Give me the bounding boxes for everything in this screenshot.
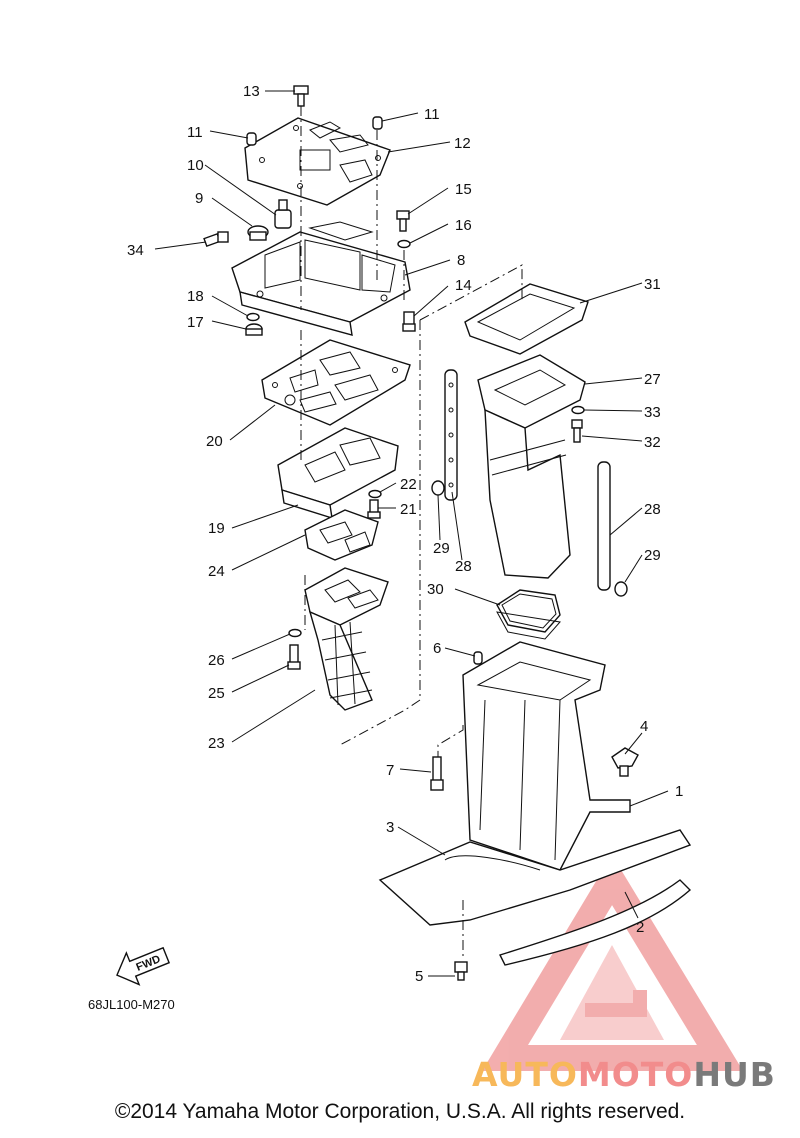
fwd-arrow-icon: FWD — [116, 946, 171, 986]
exhaust-guide-23 — [304, 567, 389, 711]
callout-24: 24 — [208, 563, 225, 580]
bracket-28-right — [597, 461, 611, 591]
gasket-31 — [464, 283, 589, 355]
gasket-2 — [499, 879, 692, 966]
bolt-32 — [571, 419, 583, 443]
bracket-28-left — [444, 369, 458, 501]
callout-22: 22 — [400, 476, 417, 493]
washer-33 — [571, 405, 585, 415]
bolt-13 — [293, 85, 309, 107]
callout-26: 26 — [208, 652, 225, 669]
callout-31: 31 — [644, 276, 661, 293]
bolt-21 — [367, 499, 381, 519]
seal-30 — [496, 589, 561, 640]
plate-19 — [277, 427, 399, 520]
manifold-8 — [231, 221, 411, 336]
bolt-25 — [287, 644, 301, 670]
assembly-lines — [300, 106, 523, 960]
callout-3: 3 — [386, 819, 394, 836]
callout-28-left: 28 — [455, 558, 472, 575]
grommet-4 — [611, 747, 639, 777]
callout-6: 6 — [433, 640, 441, 657]
watermark-logo — [482, 854, 744, 1071]
nut-17 — [245, 323, 263, 336]
nut-29-left — [431, 480, 445, 496]
callout-29-right: 29 — [644, 547, 661, 564]
callout-32: 32 — [644, 434, 661, 451]
callout-18: 18 — [187, 288, 204, 305]
upper-casing-1 — [462, 641, 631, 871]
callout-21: 21 — [400, 501, 417, 518]
callout-28-right: 28 — [644, 501, 661, 518]
callout-23: 23 — [208, 735, 225, 752]
part-code: 68JL100-M270 — [88, 997, 175, 1012]
callout-12: 12 — [454, 135, 471, 152]
callout-17: 17 — [187, 314, 204, 331]
washer-26 — [288, 628, 302, 638]
callout-9: 9 — [195, 190, 203, 207]
callout-labels: 1 2 3 4 5 6 7 8 9 10 11 11 12 13 14 15 1… — [127, 83, 683, 985]
washer-16 — [397, 239, 411, 249]
callout-15: 15 — [455, 181, 472, 198]
watermark-moto: MOTO — [577, 1055, 694, 1094]
watermark-hub: HUB — [693, 1055, 776, 1094]
callout-10: 10 — [187, 157, 204, 174]
callout-34: 34 — [127, 242, 144, 259]
gasket-24 — [304, 509, 379, 561]
callout-2: 2 — [636, 919, 644, 936]
watermark-auto: AUTO — [472, 1055, 578, 1094]
bolt-7 — [430, 756, 444, 791]
callout-25: 25 — [208, 685, 225, 702]
callout-11-left: 11 — [187, 124, 203, 141]
callout-27: 27 — [644, 371, 661, 388]
dowel-11-right — [372, 116, 383, 130]
sender-10 — [274, 199, 292, 229]
leader-lines — [154, 90, 669, 977]
fitting-34 — [203, 231, 229, 248]
bolt-5 — [454, 961, 468, 981]
callout-29-left: 29 — [433, 540, 450, 557]
callout-16: 16 — [455, 217, 472, 234]
callout-13: 13 — [243, 83, 260, 100]
dowel-6 — [473, 651, 483, 665]
callout-20: 20 — [206, 433, 223, 450]
callout-5: 5 — [415, 968, 423, 985]
callout-19: 19 — [208, 520, 225, 537]
callout-7: 7 — [386, 762, 394, 779]
nut-29-right — [614, 581, 628, 597]
plug-9 — [247, 225, 269, 241]
bolt-15 — [396, 210, 410, 232]
watermark-text: AUTOMOTOHUB — [472, 1055, 776, 1094]
dowel-11-left — [246, 132, 257, 146]
callout-8: 8 — [457, 252, 465, 269]
callout-11-right: 11 — [424, 106, 440, 123]
callout-33: 33 — [644, 404, 661, 421]
gasket-20 — [261, 339, 411, 426]
bolt-14 — [402, 311, 416, 332]
gasket-12 — [244, 117, 391, 206]
callout-4: 4 — [640, 718, 648, 735]
callout-30: 30 — [427, 581, 444, 598]
plate-3 — [378, 829, 692, 926]
muffler-27 — [477, 354, 586, 579]
callout-1: 1 — [675, 783, 683, 800]
washer-22 — [368, 489, 382, 499]
washer-18 — [246, 312, 260, 322]
copyright-notice: ©2014 Yamaha Motor Corporation, U.S.A. A… — [114, 1100, 686, 1123]
callout-14: 14 — [455, 277, 472, 294]
